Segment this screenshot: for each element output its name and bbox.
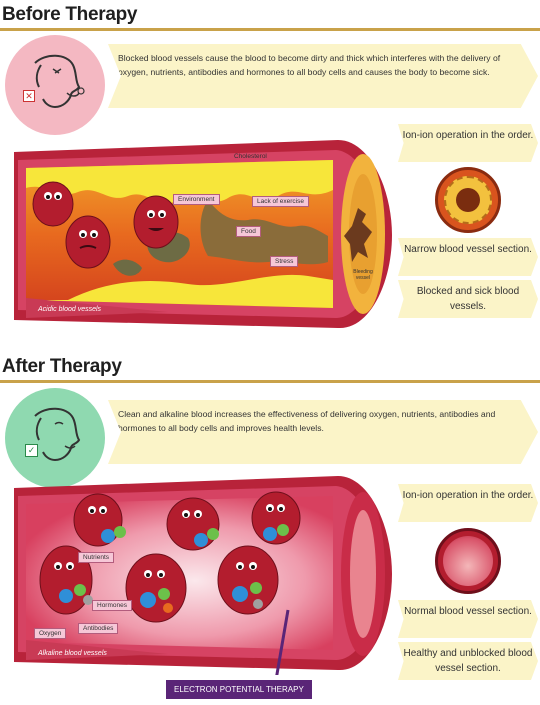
tag-antibodies: Antibodies [78,623,119,634]
sick-face-icon [34,54,85,109]
before-status-label: Blocked and sick blood vessels. [398,280,538,318]
before-title-rule [0,28,540,31]
normal-vessel-cross-section [435,528,501,594]
tag-lack-of-exercise: Lack of exercise [252,196,309,207]
tag-nutrients: Nutrients [78,552,115,563]
after-section-label: Normal blood vessel section. [398,600,538,638]
before-section-label: Narrow blood vessel section. [398,238,538,276]
after-vessel-label: Alkaline blood vessels [38,650,107,657]
tag-oxygen: Oxygen [34,628,67,639]
after-section-title: After Therapy [2,356,122,377]
electron-potential-therapy-label: ELECTRON POTENTIAL THERAPY [166,680,312,699]
tag-stress: Stress [270,256,299,267]
before-vessel-label: Acidic blood vessels [38,306,102,313]
after-status-label: Healthy and unblocked blood vessel secti… [398,642,538,680]
after-description: Clean and alkaline blood increases the e… [108,400,538,464]
after-title-rule [0,380,540,383]
before-description: Blocked blood vessels cause the blood to… [108,44,538,108]
after-vessel-diagram: Nutrients Hormones Oxygen Antibodies Alk… [8,470,393,681]
before-operation-label: Ion-ion operation in the order. [398,124,538,162]
tag-environment: Environment [173,194,220,205]
before-badge: ✕ [5,35,105,135]
healthy-face-icon [34,407,81,462]
tag-hormones: Hormones [92,600,132,611]
tag-bleeding-vessel: Bleeding vessel [353,269,373,281]
after-badge: ✓ [5,388,105,488]
tag-cholesterol: Cholesterol [234,153,267,160]
narrow-vessel-cross-section [435,167,501,233]
before-section-title: Before Therapy [2,4,138,25]
check-mark-icon: ✓ [25,444,38,457]
tag-food: Food [236,226,261,237]
cross-mark-icon: ✕ [23,90,35,102]
before-vessel-diagram: Cholesterol Environment Lack of exercise… [8,130,393,335]
after-operation-label: Ion-ion operation in the order. [398,484,538,522]
